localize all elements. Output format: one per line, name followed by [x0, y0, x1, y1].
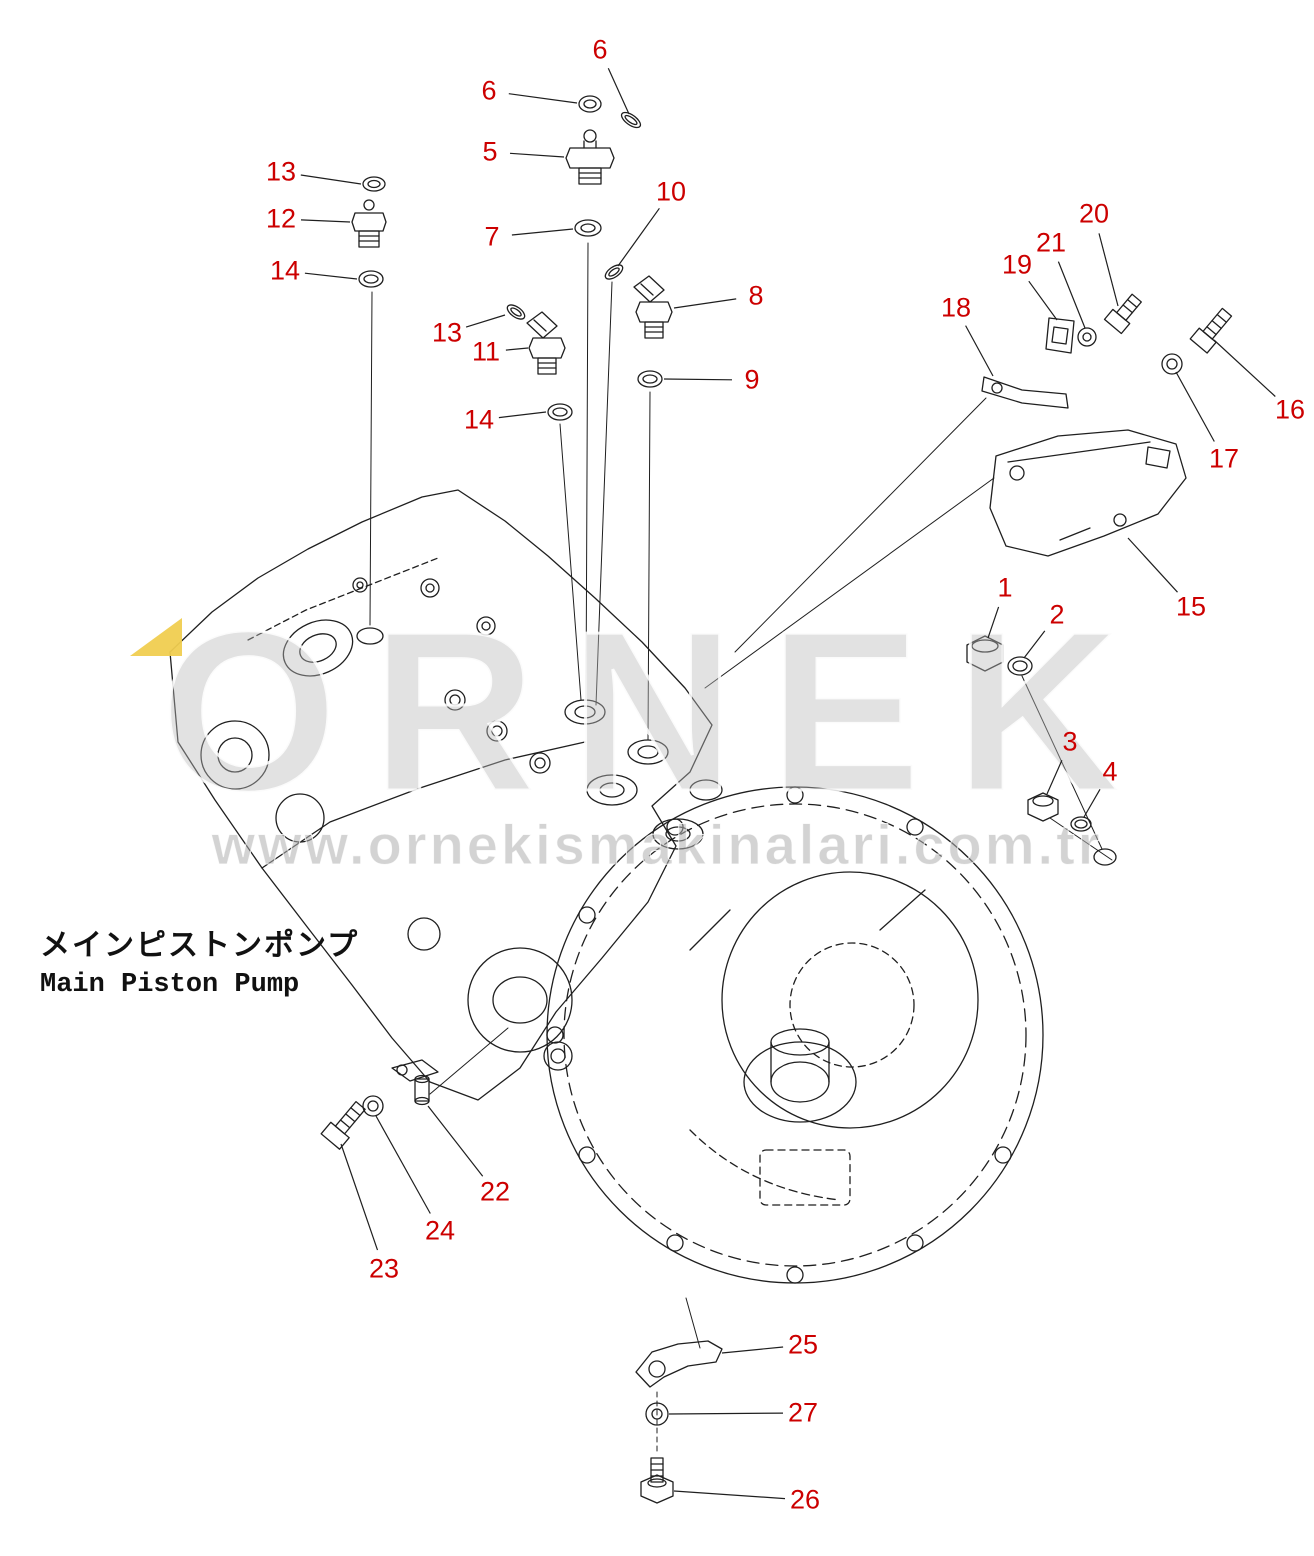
oring-6-flat [578, 95, 602, 113]
washer-24 [362, 1095, 384, 1117]
callout-12: 12 [265, 203, 297, 234]
watermark-triangle [130, 618, 182, 656]
callout-10: 10 [655, 176, 687, 207]
bolt-20 [1103, 293, 1142, 335]
bolt-23 [320, 1100, 366, 1150]
plug-3 [1027, 792, 1059, 822]
tag-plate-25 [635, 1340, 723, 1388]
callout-6: 6 [481, 75, 497, 106]
title-english: Main Piston Pump [40, 970, 300, 1000]
flange-housing [546, 786, 1117, 1284]
construction-lines [369, 242, 1113, 1456]
bolt-26 [640, 1457, 674, 1504]
callout-7: 7 [484, 221, 500, 252]
watermark: ORNEK www.ornekismakinalari.com.tr [0, 585, 1314, 877]
callout-18: 18 [940, 292, 972, 323]
callout-27: 27 [787, 1397, 819, 1428]
bracket-15 [989, 429, 1187, 557]
callout-24: 24 [424, 1215, 456, 1246]
callout-9: 9 [744, 364, 760, 395]
watermark-url: www.ornekismakinalari.com.tr [211, 813, 1103, 877]
oring-2 [1007, 656, 1033, 676]
callout-23: 23 [368, 1253, 400, 1284]
oring-14-mid [547, 403, 573, 421]
oring-4 [1070, 816, 1092, 832]
callout-13: 13 [431, 317, 463, 348]
title-block: メインピストンポンプ Main Piston Pump [40, 920, 359, 1000]
pump-body [169, 489, 723, 1101]
fitting-5 [565, 129, 615, 185]
fitting-12 [351, 199, 387, 248]
callout-5: 5 [482, 136, 498, 167]
callout-4: 4 [1102, 756, 1118, 787]
spacer-22 [391, 1059, 439, 1106]
title-japanese: メインピストンポンプ [40, 929, 360, 962]
watermark-text: ORNEK [159, 585, 1154, 839]
callout-1: 1 [997, 572, 1013, 603]
oring-10 [604, 264, 624, 280]
callout-2: 2 [1049, 599, 1065, 630]
washer-21 [1077, 327, 1097, 347]
callout-14: 14 [269, 255, 301, 286]
clamp-19 [1045, 317, 1075, 354]
callout-19: 19 [1001, 249, 1033, 280]
oring-13-mid [506, 304, 526, 320]
callout-14: 14 [463, 404, 495, 435]
callout-26: 26 [789, 1484, 821, 1515]
oring-7 [574, 219, 602, 237]
elbow-fitting-8 [633, 275, 673, 339]
oring-9 [637, 370, 663, 388]
callout-16: 16 [1274, 394, 1306, 425]
callout-15: 15 [1175, 591, 1207, 622]
callout-17: 17 [1208, 443, 1240, 474]
bolt-16 [1189, 307, 1233, 354]
elbow-fitting-11 [526, 311, 566, 375]
plug-1 [966, 635, 1004, 672]
oring-13-left [362, 176, 386, 192]
callout-11: 11 [471, 336, 501, 367]
bracket-18 [981, 376, 1069, 409]
callout-22: 22 [479, 1176, 511, 1207]
callout-8: 8 [748, 280, 764, 311]
callout-6: 6 [592, 34, 608, 65]
washer-17 [1161, 353, 1183, 375]
callout-21: 21 [1035, 227, 1067, 258]
oring-6-tilted [620, 111, 642, 129]
callout-25: 25 [787, 1329, 819, 1360]
callout-13: 13 [265, 156, 297, 187]
callout-20: 20 [1078, 198, 1110, 229]
washer-27 [645, 1402, 669, 1426]
oring-14-left [358, 270, 384, 288]
callout-3: 3 [1062, 726, 1078, 757]
